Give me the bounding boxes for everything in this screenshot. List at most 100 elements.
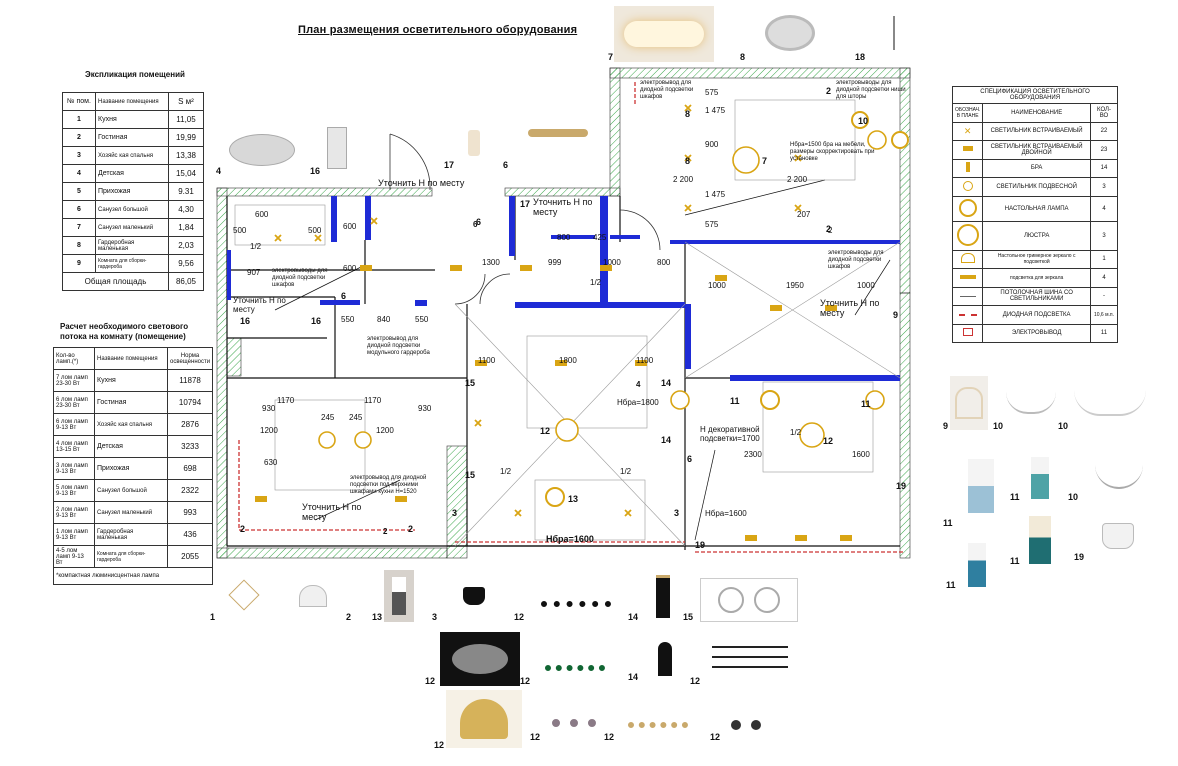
cell-norm: 436 <box>166 523 214 546</box>
chandelier-icon <box>956 223 979 246</box>
photo-caption: 14 <box>628 612 639 622</box>
flux-table: Кол-во ламп.(*) Название помещения Норма… <box>52 347 214 585</box>
cell-norm: 11878 <box>166 369 214 392</box>
fixture-number: 2 <box>240 524 246 534</box>
dimension-label: 1100 <box>636 356 654 365</box>
cell-norm: 2876 <box>166 413 214 436</box>
dimension-label: 930 <box>262 404 276 413</box>
cell-count: 3 <box>1090 177 1118 197</box>
dimension-label: 1 475 <box>705 106 726 115</box>
cell-name: Кухня <box>94 369 168 392</box>
dimension-label: 207 <box>797 210 811 219</box>
photo-caption: 10 <box>993 421 1004 431</box>
note-sconce-height: Нбра=1500 бра на мебели, размеры скоррек… <box>790 142 875 162</box>
cell-num: 5 <box>62 182 96 201</box>
fixture-number: 14 <box>661 435 672 445</box>
cell-area: 11,05 <box>168 110 204 129</box>
cell-count: 14 <box>1090 158 1118 178</box>
diode-strip-icon <box>958 313 977 316</box>
load-bearing-walls <box>227 196 900 381</box>
dimension-label: 425 <box>593 233 607 242</box>
cell-count: 3 <box>1090 220 1118 251</box>
photo-caption: 2 <box>346 612 352 622</box>
spec-heading: СПЕЦИФИКАЦИЯ ОСВЕТИТЕЛЬНОГО ОБОРУДОВАНИЯ <box>952 86 1118 104</box>
dimension-label: 600 <box>343 264 357 273</box>
wall-tube-icon <box>656 574 670 618</box>
fixture-number: 8 <box>685 109 691 119</box>
cell-num: 1 <box>62 110 96 129</box>
product-photo-19 <box>1092 508 1144 564</box>
product-photo-11d <box>1022 512 1058 568</box>
dimension-label: 1/2 <box>500 467 512 476</box>
dimension-label: 930 <box>418 404 432 413</box>
cell-name: Комната для сборки-гардероба <box>94 545 168 568</box>
cell-name: ПОТОЛОЧНАЯ ШИНА СО СВЕТИЛЬНИКАМИ <box>982 286 1091 306</box>
cell-name: Комната для сборки-гардероба <box>95 254 169 273</box>
floor-plan <box>216 67 911 559</box>
dimension-label: 1300 <box>482 258 500 267</box>
dimension-label: 1000 <box>603 258 621 267</box>
wall-lamp-icon <box>468 130 480 156</box>
cell-count: - <box>1090 286 1118 306</box>
desk-lamp-icon <box>883 16 895 50</box>
table-lamp-icon <box>958 198 977 217</box>
note-adjust-height: Уточнить Н по месту <box>820 298 880 318</box>
cell-name: БРА <box>982 158 1091 178</box>
cell-count: 10,6 м.п. <box>1090 305 1118 325</box>
photo-caption: 19 <box>1074 552 1085 562</box>
photo-caption: 10 <box>1068 492 1079 502</box>
product-photo-12 <box>534 570 618 622</box>
dimension-label: 6 <box>473 220 478 229</box>
note-sconce-height: Нбра=1800 <box>617 398 659 407</box>
fixture-number: 15 <box>465 378 476 388</box>
product-photo-11 <box>954 452 1008 520</box>
cell-norm: 698 <box>166 457 214 480</box>
cell-count: 4 лом ламп 13-15 Вт <box>53 435 95 458</box>
flux-footnote: *компактная люминисцентная лампа <box>52 567 214 585</box>
cell-count: 3 лом ламп 9-13 Вт <box>53 457 95 480</box>
photo-caption: 12 <box>434 740 445 750</box>
chandelier-photo-icon <box>541 585 611 607</box>
cell-norm: 3233 <box>166 435 214 458</box>
flux-header-norm: Норма освещенности <box>166 347 214 370</box>
cell-name: НАСТОЛЬНАЯ ЛАМПА <box>982 195 1091 222</box>
outlet-icon <box>962 328 973 337</box>
cell-area: 19,99 <box>168 128 204 147</box>
table-row: Настольное гримерное зеркало с подсветко… <box>951 249 1118 269</box>
dimension-label: 840 <box>377 315 391 324</box>
dimension-label: 900 <box>705 140 719 149</box>
sconce-icon <box>965 162 970 173</box>
dimension-label: 575 <box>705 220 719 229</box>
fixture-number: 11 <box>861 399 871 409</box>
picture-light-icon <box>528 129 588 137</box>
table-lamp-photo-icon <box>1029 516 1051 564</box>
product-photo-12d <box>704 628 796 686</box>
photo-caption: 17 <box>444 160 455 170</box>
cell-area: 2,03 <box>168 236 204 255</box>
dimension-label: 1170 <box>364 396 382 405</box>
chandelier-photo-icon <box>545 647 605 671</box>
flux-header-count: Кол-во ламп.(*) <box>53 347 95 370</box>
dimension-label: 1200 <box>260 426 278 435</box>
dimension-label: 500 <box>233 226 247 235</box>
cell-count: 6 лом ламп 23-30 Вт <box>53 391 95 414</box>
cell-num: 6 <box>62 200 96 219</box>
cell-num: 7 <box>62 218 96 237</box>
note-sconce-height: Нбра=1600 <box>705 509 747 518</box>
product-photo-11b <box>1022 452 1058 504</box>
dimension-label: 800 <box>657 258 671 267</box>
cell-name: Санузел маленький <box>94 501 168 524</box>
cell-count: 1 лом ламп 9-13 Вт <box>53 523 95 546</box>
